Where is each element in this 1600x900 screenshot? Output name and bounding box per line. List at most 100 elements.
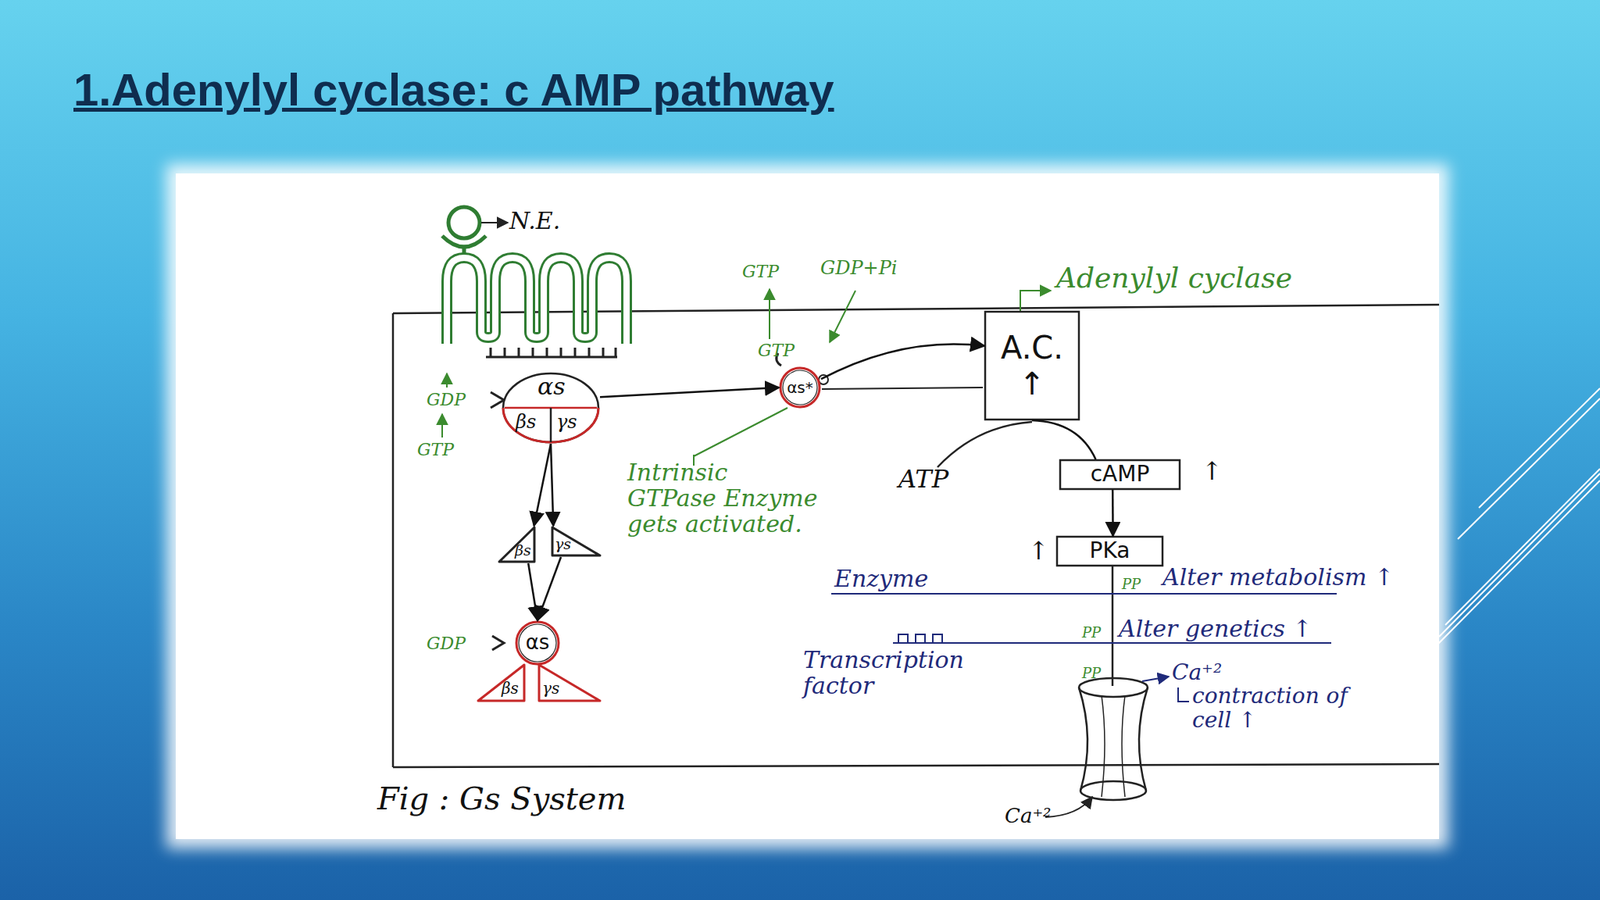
hydrolysis-arrow (829, 290, 856, 343)
receptor-7tm-inner (446, 257, 627, 344)
flow-arrow (600, 387, 779, 397)
annotation-label: GDP (426, 390, 466, 410)
cell-membrane (392, 304, 1440, 314)
channel-wall (1078, 687, 1148, 791)
annotation-label: Alter metabolism ↑ (1162, 564, 1394, 590)
protein-circle: αs* (778, 366, 822, 409)
enzyme-line (831, 592, 1337, 595)
gdp-hook (490, 392, 504, 408)
triangle-outline (539, 664, 600, 701)
channel-pore (1101, 695, 1125, 797)
gs-divider (550, 407, 553, 443)
annotation-label: Alter genetics ↑ (1118, 615, 1313, 642)
node-text: βs (515, 412, 536, 432)
annotation-label: Ca⁺² (1004, 804, 1052, 828)
box-outline (985, 311, 1079, 420)
annotation-label: Ca⁺² (1171, 660, 1222, 686)
channel-bottom (1080, 781, 1147, 800)
subunit-triangle: βs (497, 525, 536, 564)
dna-marks (898, 634, 943, 643)
node-text-stack: αs (514, 620, 561, 666)
circle-outline (516, 621, 559, 665)
annotation-label: Enzyme (834, 565, 929, 592)
subunit-triangle: βs (476, 663, 526, 703)
ligand-circle (448, 207, 480, 239)
node-text: βs (501, 680, 519, 697)
flow-arrow (821, 343, 985, 379)
annotation-label: ↑ (1201, 457, 1223, 486)
flow-arrow (1111, 489, 1115, 536)
cell-membrane (392, 313, 395, 768)
receptor-stem (462, 248, 467, 260)
annotation-label: GDP (426, 634, 466, 654)
node-text-stack: A.C.↑ (984, 310, 1080, 421)
gtp-arrow (768, 289, 771, 340)
gtpase-leader (693, 407, 788, 457)
decorative-lines (1433, 388, 1600, 649)
node-text: A.C. (1000, 329, 1064, 366)
annotation-label: Intrinsic GTPase Enzyme gets activated. (627, 459, 823, 537)
node-text: γs (556, 412, 578, 432)
release-arrow (446, 373, 448, 388)
node-text: cAMP (1090, 461, 1150, 487)
annotation-label: GDP+Pi (820, 257, 898, 279)
transcription-line (892, 642, 1332, 644)
node-text: αs* (786, 378, 814, 397)
flow-arrow (534, 443, 551, 526)
receptor-7tm (446, 257, 627, 344)
effect-arrow (1178, 687, 1190, 702)
annotation-label: GTP (742, 262, 779, 282)
ligand-pointer (481, 221, 508, 224)
node-text: αs (537, 375, 566, 399)
gs-outline (503, 373, 599, 443)
annotation-label: GTP (417, 440, 454, 460)
box-outline (1057, 536, 1163, 566)
circle-outline (780, 367, 820, 408)
annotation-label: PP (1082, 625, 1101, 641)
flow-arrow (550, 443, 554, 526)
activation-line (821, 387, 983, 390)
annotation-label: ↑ (1028, 537, 1050, 565)
conversion-arc (937, 421, 1033, 468)
calcium-arrow (1142, 676, 1169, 682)
protein-circle: αs (514, 620, 561, 666)
node-text: αs (525, 631, 550, 655)
circle-inner (782, 370, 818, 405)
annotation-label: PP (1121, 576, 1141, 593)
process-box: cAMP (1059, 459, 1181, 490)
flow-arrow (537, 557, 561, 621)
annotation-label: N.E. (509, 207, 561, 234)
node-text: γs (542, 680, 560, 697)
node-text: ↑ (1018, 365, 1046, 402)
box-outline (1060, 460, 1180, 490)
annotation-label: Adenylyl cyclase (1056, 262, 1293, 294)
gs-lower-rim (503, 407, 599, 443)
exchange-arrow (441, 414, 443, 438)
triangle-outline (552, 527, 600, 556)
node-text-stack: PKa (1056, 535, 1164, 567)
triangle-outline (499, 527, 535, 562)
gdp-hook (492, 635, 504, 650)
circle-inner (518, 624, 557, 662)
triangle-outline (478, 664, 525, 701)
annotation-label: PP (1082, 665, 1101, 682)
node-text: γs (554, 536, 572, 552)
node-text: PKa (1089, 538, 1131, 564)
annotation-label: GTP (757, 341, 795, 361)
cell-membrane (392, 764, 1440, 768)
annotation-label: contraction of cell ↑ (1192, 684, 1365, 733)
flow-arrow (1032, 420, 1097, 460)
annotation-label: ATP (898, 465, 949, 493)
node-text: βs (514, 542, 532, 558)
annotation-label: Transcription factor (803, 646, 1015, 699)
process-box: A.C.↑ (984, 310, 1080, 421)
protein-circle: αsβsγs (501, 371, 600, 444)
enzyme-leader (1020, 290, 1051, 311)
phosphorylation-line (1111, 566, 1115, 686)
node-text-stack: cAMP (1059, 459, 1181, 490)
receptor-binding-site (485, 347, 618, 358)
process-box: PKa (1056, 535, 1164, 567)
